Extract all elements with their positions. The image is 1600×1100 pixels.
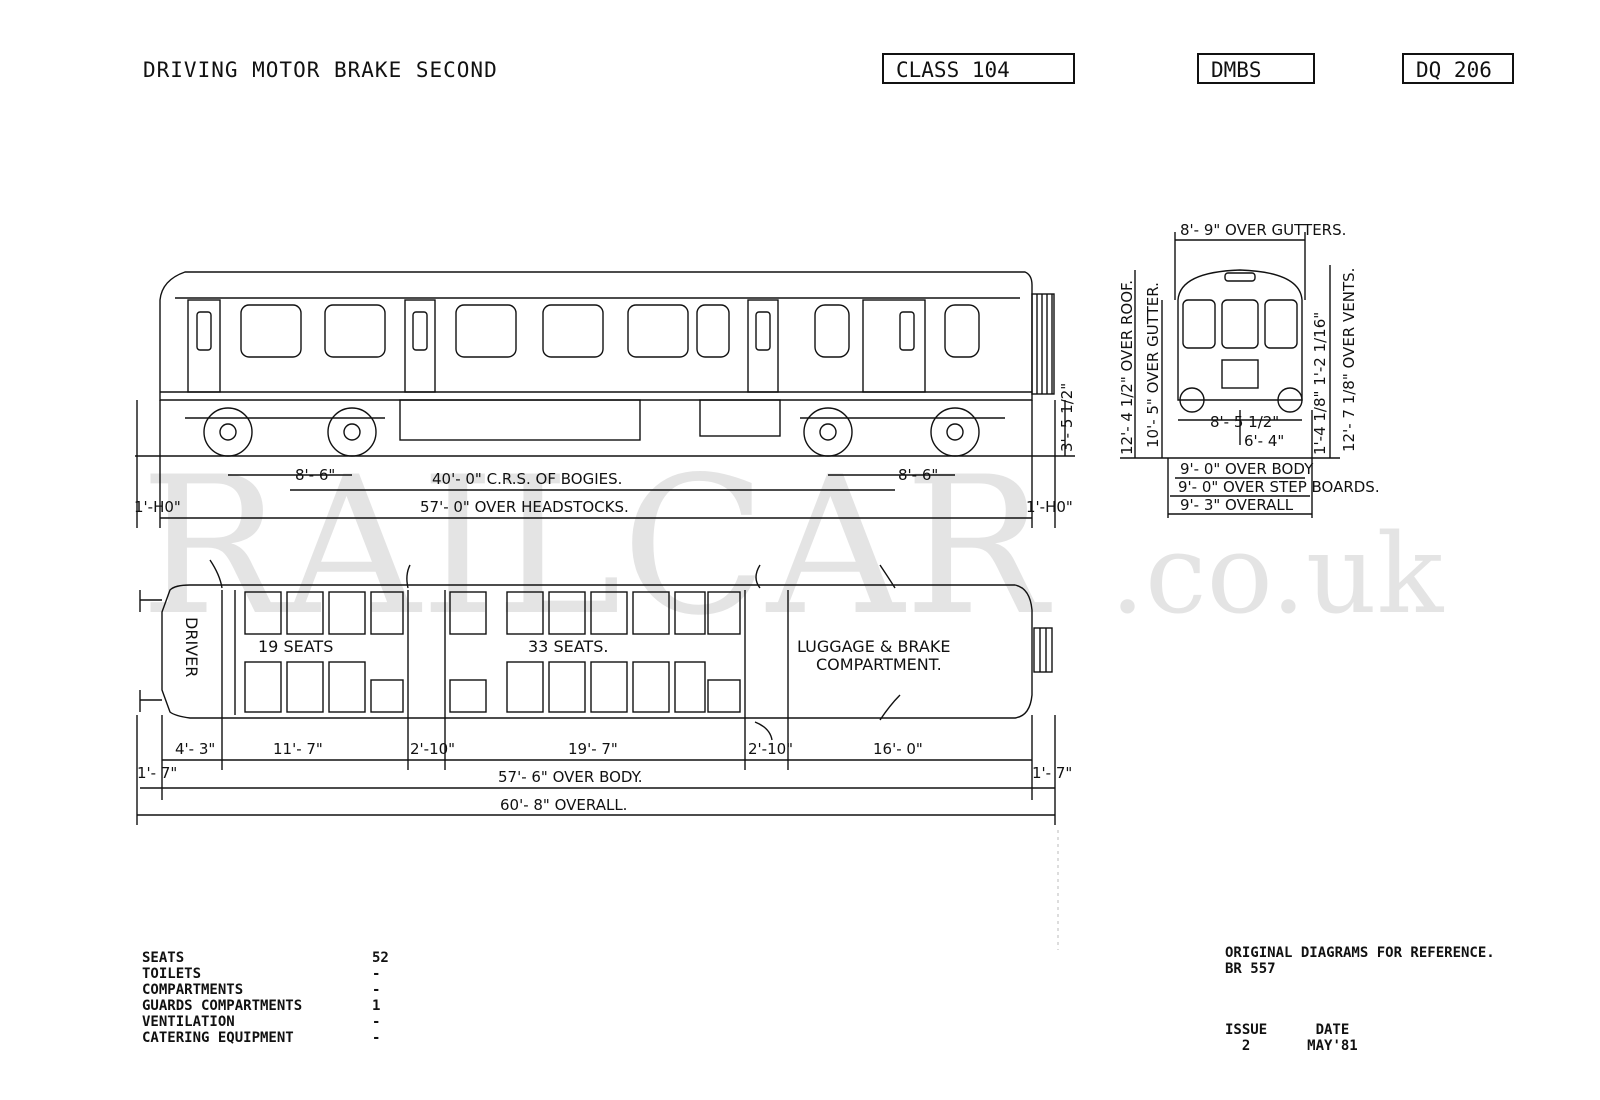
date-value: MAY'81 bbox=[1307, 1038, 1358, 1054]
bogie-wheelbase-right-dim: 8'- 6" bbox=[898, 466, 938, 484]
reference-line1: ORIGINAL DIAGRAMS FOR REFERENCE. bbox=[1225, 945, 1495, 961]
cab-front-outline bbox=[1177, 269, 1303, 401]
buffer-left-dim: 1'-H0" bbox=[134, 498, 181, 516]
cab-length-dim: 4'- 3" bbox=[175, 740, 215, 758]
cab-window-right bbox=[1264, 299, 1298, 349]
coupling-height-dim: 6'- 4" bbox=[1244, 432, 1284, 450]
headstock-height-dim: 3'- 5 1/2" bbox=[1058, 383, 1076, 452]
cab-window-centre bbox=[1221, 299, 1259, 349]
seat-rows-upper bbox=[244, 591, 741, 635]
class-box: CLASS 104 bbox=[882, 53, 1075, 84]
watermark: RAILCAR .co.uk bbox=[140, 436, 1445, 657]
vestibule2-length-dim: 2'-10" bbox=[748, 740, 793, 758]
stat-row: COMPARTMENTS- bbox=[142, 982, 381, 998]
seat-rows-lower bbox=[244, 661, 741, 713]
over-gutters-dim: 8'- 9" OVER GUTTERS. bbox=[1180, 221, 1346, 239]
window bbox=[455, 304, 517, 358]
window bbox=[542, 304, 604, 358]
passenger-door-1 bbox=[404, 299, 436, 393]
plan-gangway bbox=[1033, 627, 1053, 673]
drawing-title: DRIVING MOTOR BRAKE SECOND bbox=[143, 58, 498, 82]
bogie-centres-dim: 40'- 0" C.R.S. OF BOGIES. bbox=[432, 470, 622, 488]
date-label: DATE bbox=[1315, 1022, 1350, 1038]
over-gutter-dim: 10'- 5" OVER GUTTER. bbox=[1144, 282, 1162, 448]
window bbox=[814, 304, 850, 358]
issue-value: 2 bbox=[1241, 1038, 1251, 1054]
luggage-length-dim: 16'- 0" bbox=[873, 740, 923, 758]
luggage-label-line2: COMPARTMENT. bbox=[816, 655, 942, 674]
vestibule1-length-dim: 2'-10" bbox=[410, 740, 455, 758]
end-left-dim: 1'- 7" bbox=[137, 764, 177, 782]
plan-body-outline bbox=[161, 584, 1033, 719]
buffer-left bbox=[1179, 387, 1205, 413]
window bbox=[696, 304, 730, 358]
end-right-dim: 1'- 7" bbox=[1032, 764, 1072, 782]
watermark-suffix: .co.uk bbox=[1110, 510, 1445, 638]
buffer-right bbox=[1277, 387, 1303, 413]
guards-double-door bbox=[862, 299, 926, 393]
car-body-outline bbox=[159, 271, 1033, 401]
small-height-dim: 1'-4 1/8" 1'-2 1/16" bbox=[1311, 312, 1329, 455]
cab-door bbox=[187, 299, 221, 393]
engine-equipment bbox=[699, 399, 781, 437]
end-elevation bbox=[1120, 232, 1340, 518]
route-indicator bbox=[1221, 359, 1259, 389]
plan-view bbox=[136, 559, 1056, 825]
over-step-boards-dim: 9'- 0" OVER STEP BOARDS. bbox=[1178, 478, 1380, 496]
underframe-equipment bbox=[399, 399, 641, 441]
stat-row: VENTILATION- bbox=[142, 1014, 381, 1030]
saloon1-length-dim: 11'- 7" bbox=[273, 740, 323, 758]
luggage-label-line1: LUGGAGE & BRAKE bbox=[797, 637, 950, 656]
stat-row: TOILETS- bbox=[142, 966, 381, 982]
type-code-box: DMBS bbox=[1197, 53, 1315, 84]
end-overall-dim: 9'- 3" OVERALL bbox=[1180, 496, 1294, 514]
seats-19-label: 19 SEATS bbox=[258, 637, 333, 656]
bogie-wheelbase-left-dim: 8'- 6" bbox=[295, 466, 335, 484]
window bbox=[627, 304, 689, 358]
window bbox=[944, 304, 980, 358]
buffer-centres-dim: 8'- 5 1/2" bbox=[1210, 413, 1279, 431]
driver-label: DRIVER bbox=[182, 617, 201, 677]
plan-over-body-dim: 57'- 6" OVER BODY. bbox=[498, 768, 643, 786]
watermark-main: RAILCAR bbox=[140, 436, 1052, 657]
cab-window-left bbox=[1182, 299, 1216, 349]
buffer-right-dim: 1'-H0" bbox=[1026, 498, 1073, 516]
saloon2-length-dim: 19'- 7" bbox=[568, 740, 618, 758]
plan-overall-dim: 60'- 8" OVERALL. bbox=[500, 796, 627, 814]
window bbox=[240, 304, 302, 358]
over-headstocks-dim: 57'- 0" OVER HEADSTOCKS. bbox=[420, 498, 629, 516]
headcode-box bbox=[1224, 272, 1256, 282]
reference-line2: BR 557 bbox=[1225, 961, 1276, 977]
end-over-body-dim: 9'- 0" OVER BODY bbox=[1180, 460, 1314, 478]
reference-note: ORIGINAL DIAGRAMS FOR REFERENCE. BR 557 bbox=[1225, 945, 1495, 977]
window bbox=[324, 304, 386, 358]
seats-33-label: 33 SEATS. bbox=[528, 637, 608, 656]
over-vents-dim: 12'- 7 1/8" OVER VENTS. bbox=[1340, 268, 1358, 452]
side-elevation bbox=[135, 271, 1075, 528]
gangway-bellows bbox=[1031, 293, 1055, 395]
over-roof-dim: 12'- 4 1/2" OVER ROOF. bbox=[1118, 280, 1136, 455]
passenger-door-2 bbox=[747, 299, 779, 393]
stat-row: CATERING EQUIPMENT- bbox=[142, 1030, 381, 1046]
issue-label: ISSUE bbox=[1225, 1022, 1268, 1038]
diagram-code-box: DQ 206 bbox=[1402, 53, 1514, 84]
